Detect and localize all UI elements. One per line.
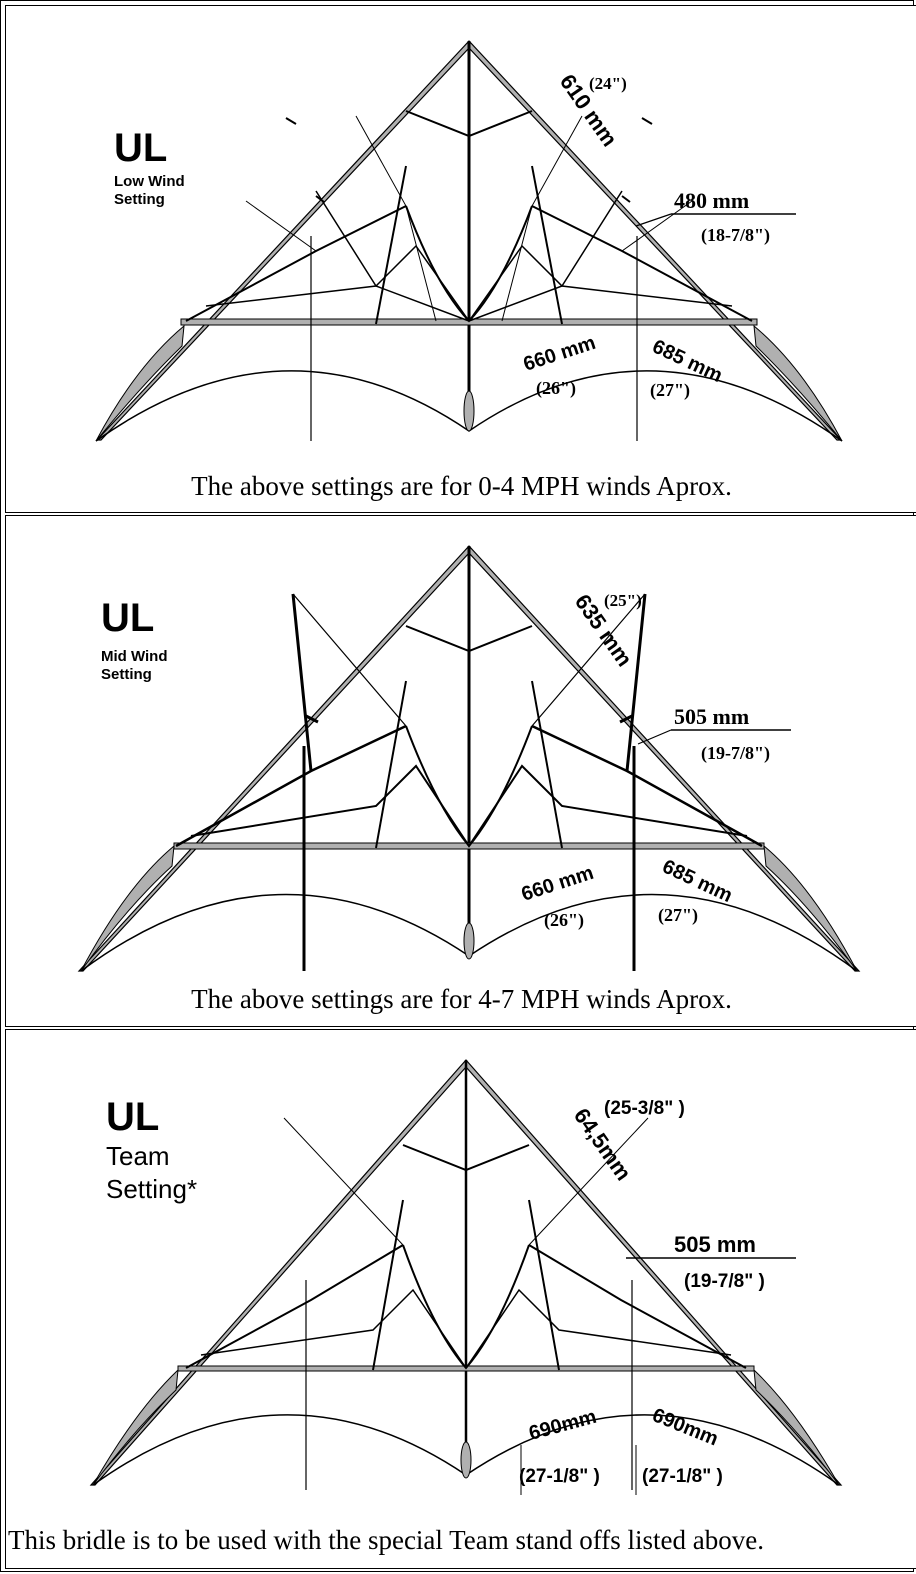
kite-diagram-low-wind: UL Low Wind Setting 610 mm (24") 480 mm … (95, 40, 844, 442)
setting-label-line2: Setting (114, 191, 165, 208)
panel-caption: This bridle is to be used with the speci… (8, 1525, 764, 1555)
setting-label-line1: Team (106, 1141, 170, 1171)
leading-edge-dim-in: (24") (589, 74, 627, 93)
kite-drawing (77, 545, 861, 972)
lower-left-dim-mm: 660 mm (521, 332, 599, 376)
kite-diagram-team: UL Team Setting* 64,5mm (25-3/8" ) 505 m… (89, 1059, 843, 1495)
lower-right-dim-in: (27") (650, 380, 690, 401)
kite-drawing (89, 1059, 843, 1495)
model-label: UL (106, 1095, 159, 1139)
leading-edge-dim-in: (25") (604, 591, 642, 610)
panel-caption: The above settings are for 0-4 MPH winds… (191, 471, 732, 501)
model-label: UL (114, 126, 167, 170)
leading-edge-dim-in: (25-3/8" ) (604, 1098, 685, 1119)
lower-left-dim-in: (27-1/8" ) (519, 1466, 600, 1487)
upper-bridle-dim-in: (19-7/8") (701, 743, 770, 764)
kite-drawing (95, 40, 844, 442)
setting-label-line1: Low Wind (114, 173, 185, 190)
low-wind-panel: UL Low Wind Setting 610 mm (24") 480 mm … (5, 5, 916, 513)
setting-label-line2: Setting* (106, 1174, 197, 1204)
kite-diagram-mid-wind: UL Mid Wind Setting 635 mm (25") 505 mm … (77, 545, 861, 972)
lower-left-dim-mm: 660 mm (519, 862, 597, 906)
upper-bridle-dim-mm: 480 mm (674, 188, 749, 213)
panel-caption: The above settings are for 4-7 MPH winds… (191, 984, 732, 1014)
upper-bridle-dim-in: (18-7/8") (701, 225, 770, 246)
upper-bridle-dim-mm: 505 mm (674, 1232, 756, 1257)
model-label: UL (101, 596, 154, 640)
upper-bridle-dim-mm: 505 mm (674, 704, 749, 729)
lower-left-dim-mm: 690mm (527, 1406, 599, 1445)
lower-left-dim-in: (26") (544, 910, 584, 931)
team-setting-panel: UL Team Setting* 64,5mm (25-3/8" ) 505 m… (5, 1029, 916, 1569)
upper-bridle-dim-in: (19-7/8" ) (684, 1271, 765, 1292)
lower-left-dim-in: (26") (536, 378, 576, 399)
lower-right-dim-mm: 685 mm (659, 856, 736, 907)
mid-wind-panel: UL Mid Wind Setting 635 mm (25") 505 mm … (5, 515, 916, 1027)
setting-label-line1: Mid Wind (101, 648, 168, 665)
setting-label-line2: Setting (101, 666, 152, 683)
lower-right-dim-in: (27-1/8" ) (642, 1466, 723, 1487)
lower-right-dim-mm: 690mm (649, 1404, 721, 1450)
lower-right-dim-in: (27") (658, 905, 698, 926)
